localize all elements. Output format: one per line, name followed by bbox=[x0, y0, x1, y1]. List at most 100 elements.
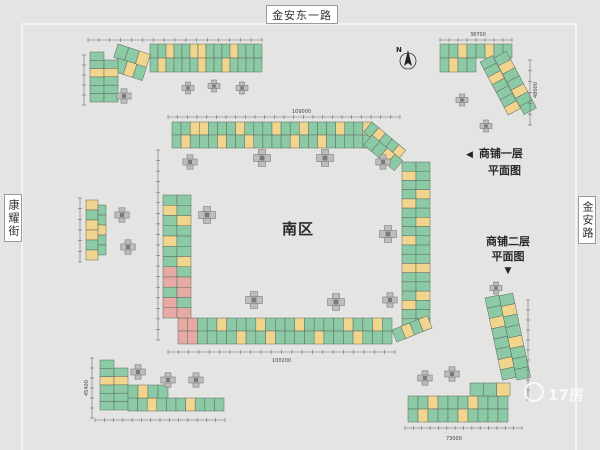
shop-unit bbox=[99, 359, 115, 369]
shop-unit bbox=[235, 134, 245, 149]
shop-strip bbox=[401, 161, 417, 329]
shop-strip bbox=[469, 382, 511, 397]
shop-unit bbox=[89, 76, 105, 86]
shop-unit bbox=[162, 235, 178, 247]
arrow-left-icon: ◀ bbox=[466, 150, 473, 160]
shop-unit bbox=[294, 317, 305, 332]
shop-unit bbox=[427, 408, 439, 423]
shop-unit bbox=[401, 189, 417, 200]
shop-unit bbox=[197, 317, 208, 332]
shop-strip bbox=[85, 199, 99, 261]
shop-unit bbox=[457, 57, 468, 73]
shop-unit bbox=[221, 57, 231, 73]
shop-unit bbox=[205, 57, 215, 73]
shop-unit bbox=[162, 276, 178, 288]
shop-unit bbox=[176, 205, 192, 216]
shop-unit bbox=[415, 300, 431, 310]
shop-unit bbox=[89, 68, 105, 78]
shop-unit bbox=[162, 266, 178, 278]
shop-unit bbox=[226, 121, 236, 136]
shop-unit bbox=[206, 317, 218, 332]
residential-tower bbox=[182, 154, 198, 170]
shop-strip bbox=[162, 194, 178, 319]
shop-unit bbox=[333, 317, 344, 332]
shop-unit bbox=[194, 397, 206, 412]
shop-unit bbox=[308, 134, 318, 149]
shop-unit bbox=[85, 229, 99, 241]
shop-unit bbox=[362, 317, 373, 332]
tower-core bbox=[322, 155, 328, 161]
shop-unit bbox=[229, 43, 239, 59]
shop-unit bbox=[352, 317, 364, 332]
residential-tower bbox=[417, 370, 433, 386]
shop-unit bbox=[189, 57, 199, 73]
shop-unit bbox=[401, 198, 417, 209]
shop-unit bbox=[103, 76, 119, 86]
shop-unit bbox=[99, 376, 115, 386]
shop-unit bbox=[165, 43, 175, 59]
shop-unit bbox=[418, 315, 433, 332]
shop-unit bbox=[132, 63, 147, 81]
legend-floor-1-subtitle: 平面图 bbox=[488, 164, 521, 177]
shop-unit bbox=[103, 84, 119, 94]
shop-unit bbox=[304, 330, 315, 345]
shop-unit bbox=[245, 330, 257, 345]
shop-unit bbox=[213, 57, 223, 73]
shop-unit bbox=[99, 401, 115, 411]
shop-unit bbox=[469, 382, 484, 397]
dimension-line bbox=[78, 197, 82, 263]
dimension-line bbox=[528, 59, 532, 126]
tower-core bbox=[422, 375, 428, 381]
shop-unit bbox=[189, 121, 200, 136]
shop-unit bbox=[171, 134, 182, 149]
shop-unit bbox=[335, 121, 345, 136]
shop-unit bbox=[275, 317, 286, 332]
shop-unit bbox=[213, 43, 223, 59]
shop-unit bbox=[157, 384, 169, 399]
legend-floor-2: 商铺二层 平面图 ▼ bbox=[486, 234, 530, 279]
shop-strip bbox=[127, 397, 225, 412]
shop-unit bbox=[326, 134, 336, 149]
shop-unit bbox=[439, 57, 450, 73]
shop-unit bbox=[415, 244, 431, 255]
shop-unit bbox=[165, 57, 175, 73]
shop-unit bbox=[467, 395, 479, 410]
dimension-label-top-right-height: 48000 bbox=[533, 82, 539, 98]
north-arrow-needle bbox=[404, 50, 412, 66]
shop-unit bbox=[147, 384, 159, 399]
shop-unit bbox=[89, 93, 105, 103]
dimension-label-bottom-left-height: 45400 bbox=[84, 380, 90, 396]
residential-tower bbox=[253, 149, 271, 167]
shop-unit bbox=[85, 199, 99, 211]
residential-tower bbox=[116, 88, 132, 104]
shop-unit bbox=[401, 272, 417, 283]
tower-core bbox=[165, 377, 171, 383]
shop-unit bbox=[415, 170, 431, 181]
shop-unit bbox=[97, 224, 107, 236]
shop-unit bbox=[113, 392, 129, 402]
dimension-label-ring-top: 109000 bbox=[292, 109, 311, 115]
shop-unit bbox=[235, 121, 245, 136]
tower-core bbox=[212, 84, 216, 88]
shop-unit bbox=[197, 330, 208, 345]
building-blocks bbox=[78, 38, 537, 430]
shop-unit bbox=[149, 43, 159, 59]
dimension-line bbox=[82, 54, 86, 106]
shop-unit bbox=[255, 330, 266, 345]
shop-unit bbox=[344, 121, 355, 136]
shop-unit bbox=[262, 134, 273, 149]
shop-unit bbox=[289, 134, 300, 149]
shop-strip bbox=[363, 134, 403, 172]
shop-unit bbox=[477, 395, 489, 410]
road-label-east: 金安路 bbox=[578, 196, 596, 244]
tower-core bbox=[187, 159, 193, 165]
shop-unit bbox=[262, 121, 273, 136]
shop-strip bbox=[149, 57, 263, 73]
road-frame bbox=[21, 23, 577, 450]
dimension-line bbox=[156, 149, 160, 341]
shop-strip bbox=[177, 317, 393, 332]
dimension-label-ring-bottom: 100200 bbox=[272, 358, 291, 364]
shop-strip bbox=[439, 57, 477, 73]
shop-unit bbox=[280, 121, 291, 136]
tower-core bbox=[259, 155, 265, 161]
